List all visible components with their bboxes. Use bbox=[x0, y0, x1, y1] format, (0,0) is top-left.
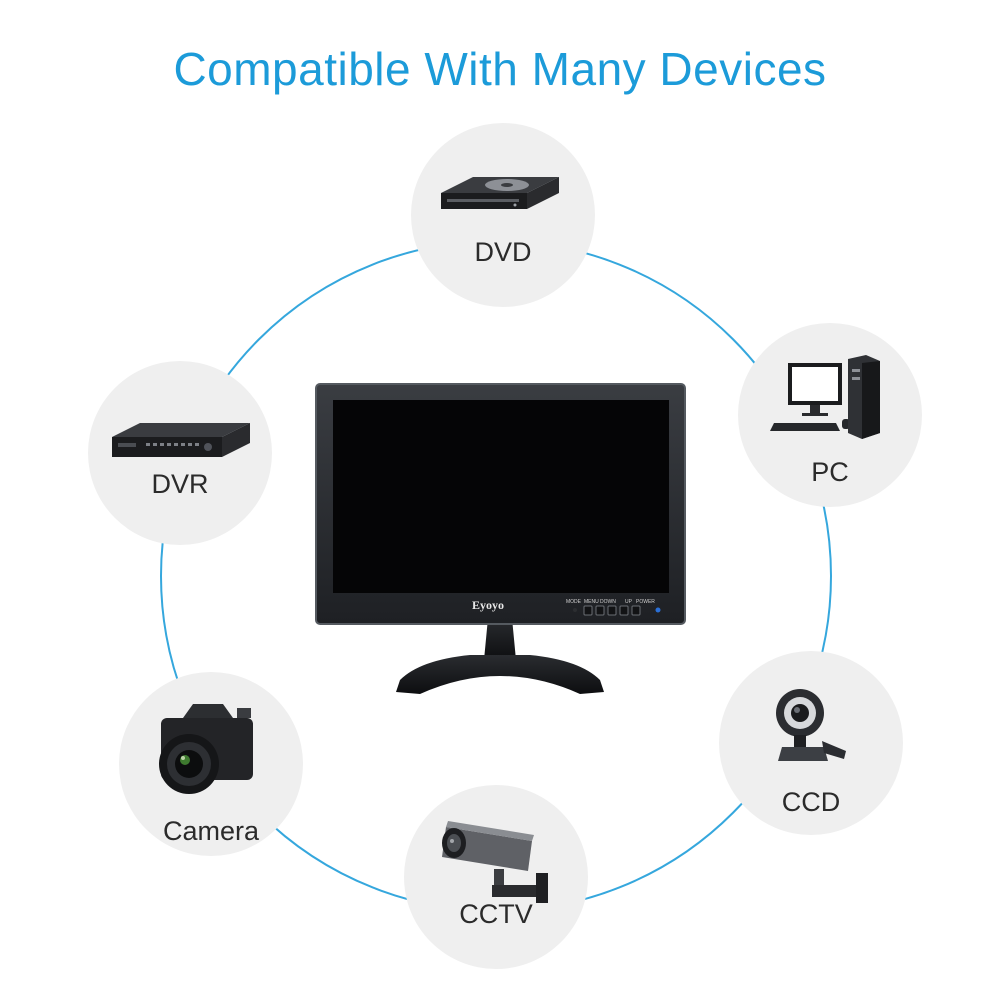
device-cctv: CCTV bbox=[404, 785, 588, 969]
page-title: Compatible With Many Devices bbox=[173, 43, 827, 95]
desktop-pc-icon bbox=[770, 355, 880, 439]
monitor-up-button bbox=[619, 605, 629, 616]
device-label: DVD bbox=[474, 237, 532, 267]
device-dvd: DVD bbox=[411, 123, 595, 307]
monitor-brand: Eyoyo bbox=[472, 598, 504, 612]
monitor-mode-button bbox=[583, 605, 593, 616]
cctv-camera-icon bbox=[442, 821, 548, 903]
device-dvr: DVR bbox=[88, 361, 272, 545]
device-label: CCTV bbox=[459, 899, 533, 929]
device-label: CCD bbox=[781, 787, 841, 817]
webcam-icon bbox=[776, 689, 846, 761]
device-label: PC bbox=[811, 457, 849, 487]
monitor-button-label: MENU bbox=[584, 599, 599, 605]
dvr-recorder-icon bbox=[112, 423, 250, 457]
device-pc: PC bbox=[738, 323, 922, 507]
monitor-button-label: POWER bbox=[636, 599, 655, 605]
device-label: Camera bbox=[162, 816, 260, 846]
device-label: DVR bbox=[151, 469, 209, 499]
monitor-button-label: DOWN bbox=[600, 599, 616, 605]
camera-icon bbox=[159, 704, 253, 794]
monitor-button-label: MODE bbox=[566, 599, 582, 605]
device-ccd: CCD bbox=[719, 651, 903, 835]
monitor-button-label: UP bbox=[625, 599, 633, 605]
device-camera: Camera bbox=[119, 672, 303, 856]
monitor-down-button bbox=[607, 605, 617, 616]
power-led bbox=[655, 607, 661, 613]
monitor-power-button bbox=[631, 605, 641, 616]
dvd-drive-icon bbox=[441, 177, 559, 209]
monitor-menu-button bbox=[595, 605, 605, 616]
